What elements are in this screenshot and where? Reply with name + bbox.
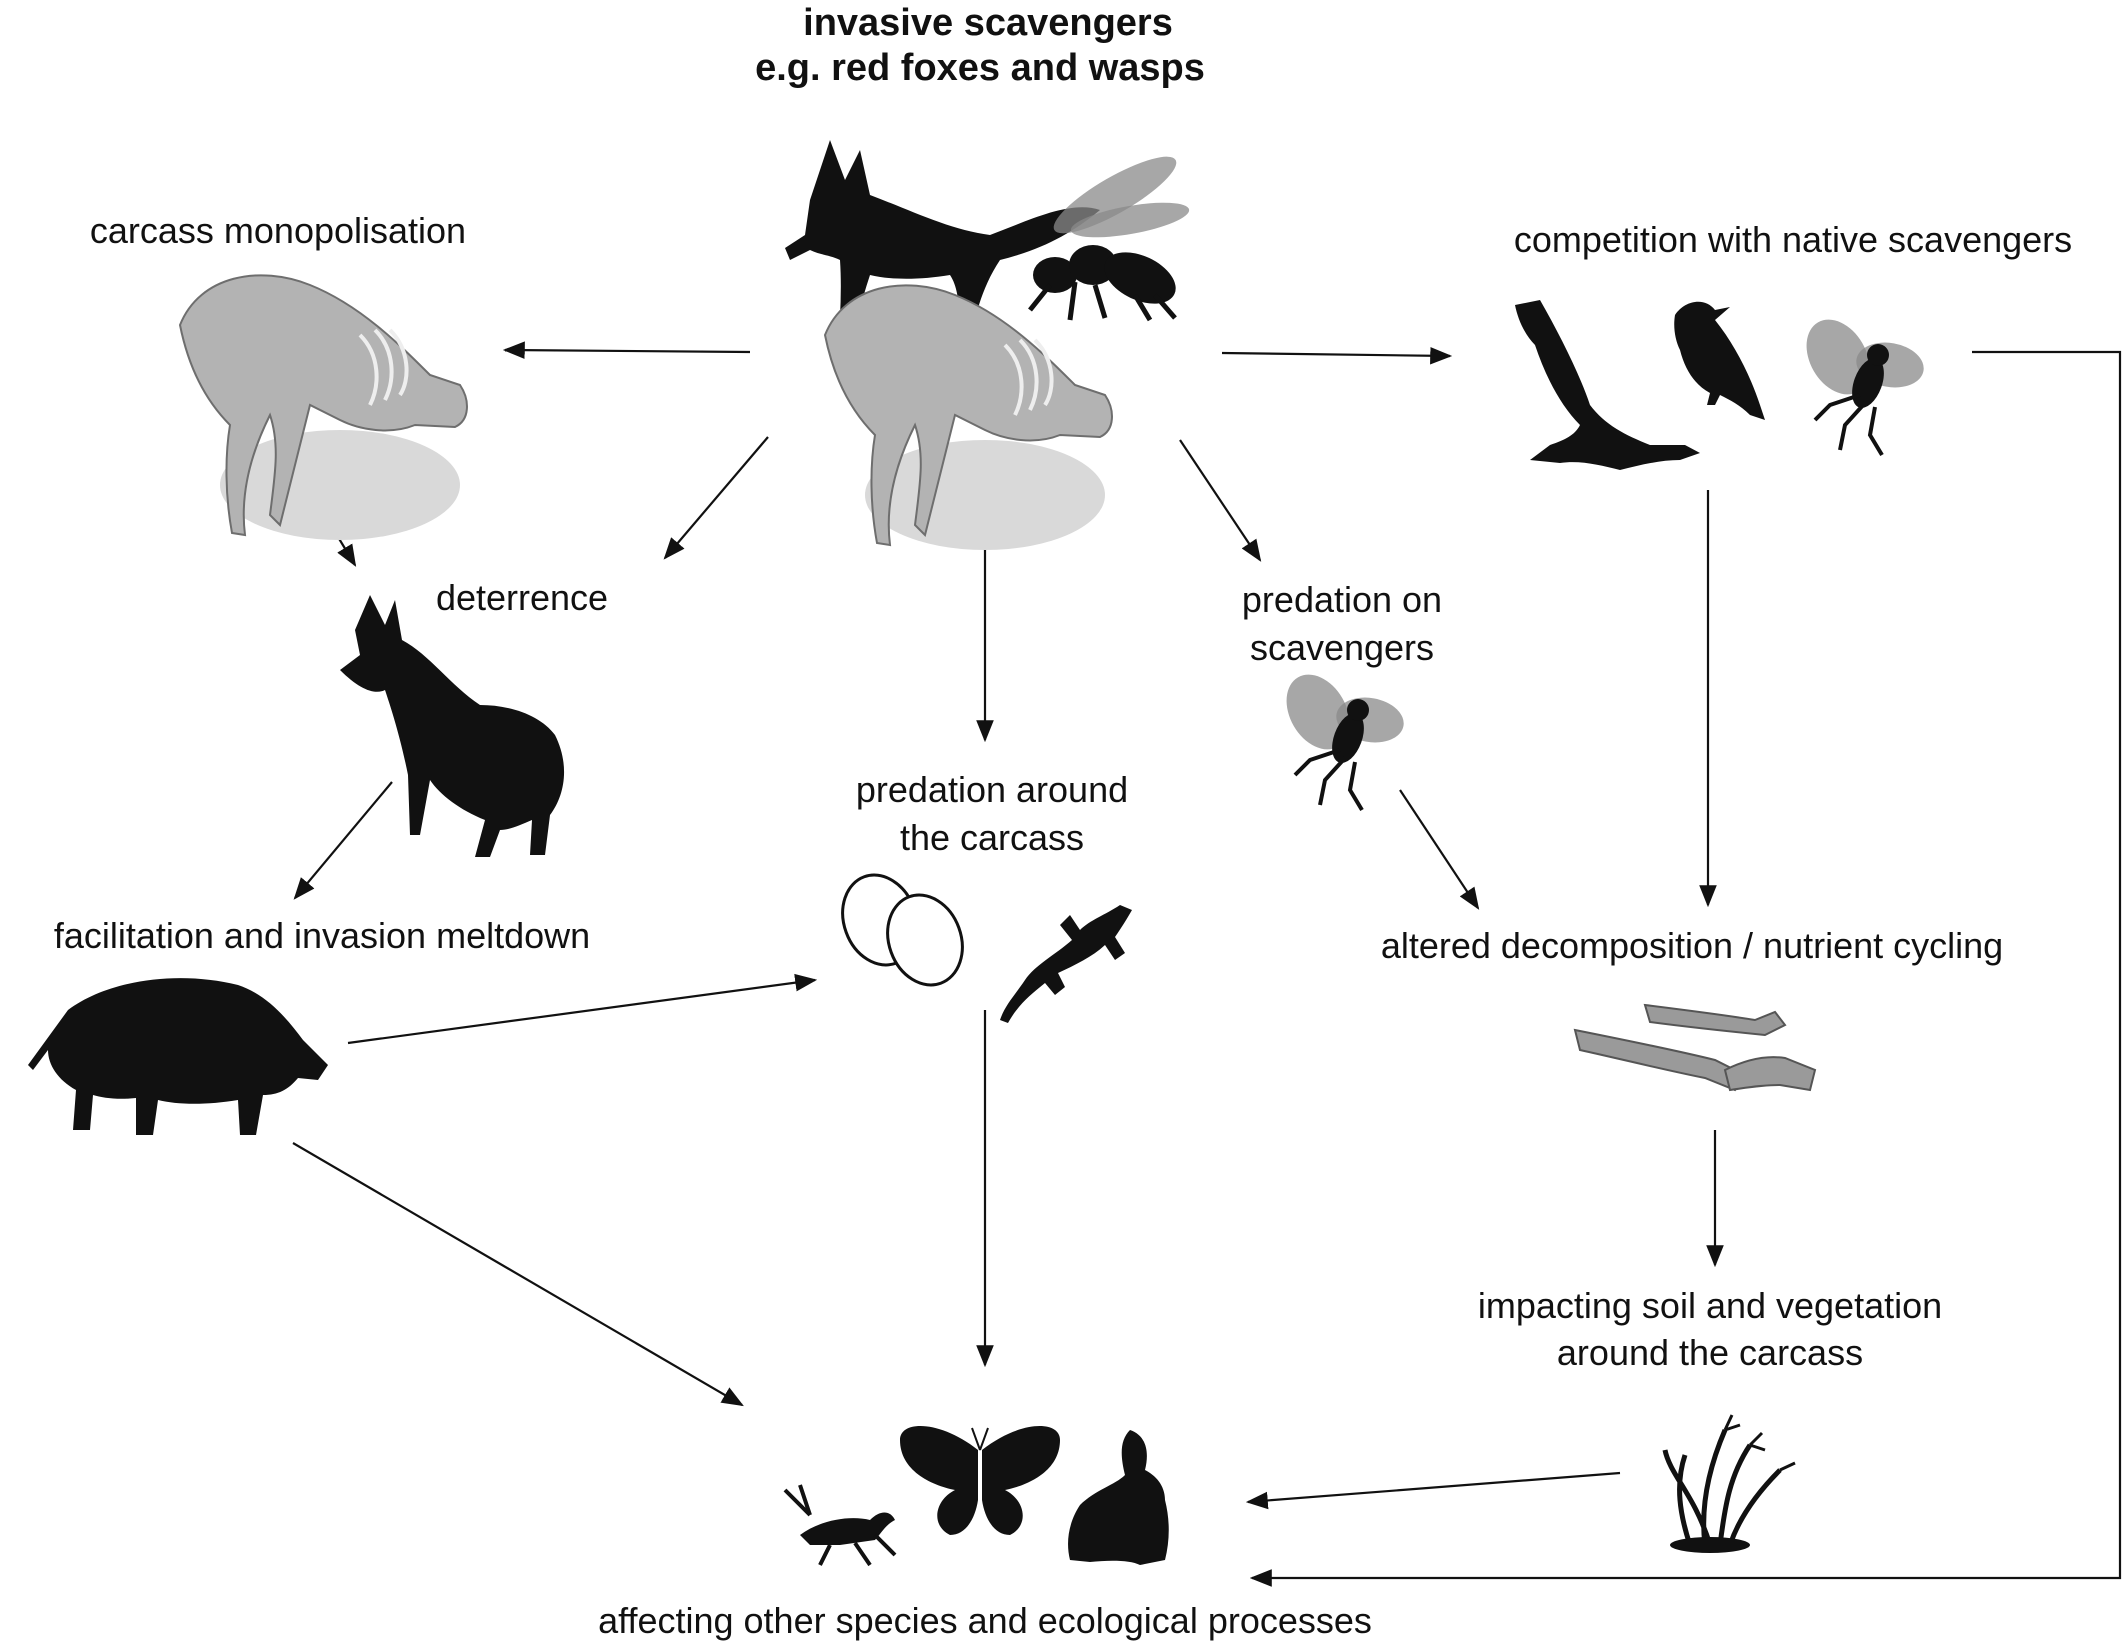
label-competition: competition with native scavengers [1514, 219, 2072, 260]
raven-icon [1674, 301, 1765, 420]
edge-competition-to-affecting [1249, 350, 2122, 1587]
dog-icon [340, 595, 565, 857]
grasshopper-icon [783, 1484, 897, 1567]
label-soil-1: impacting soil and vegetation [1478, 1285, 1942, 1326]
fly-icon-predation [1271, 661, 1410, 812]
label-facilitation: facilitation and invasion meltdown [54, 915, 590, 956]
fly-icon-competition [1791, 306, 1930, 457]
edge-to-competition [1221, 346, 1453, 365]
eggs-icon [841, 873, 964, 987]
edge-predation-on-to-decomposition [1399, 789, 1480, 910]
edge-facilitation-to-predation [347, 973, 818, 1045]
label-predation-around-2: the carcass [900, 817, 1084, 858]
eagle-icon [1515, 300, 1700, 470]
label-decomposition: altered decomposition / nutrient cycling [1381, 925, 2003, 966]
wild-boar-icon [28, 978, 328, 1135]
butterfly-icon [900, 1426, 1060, 1535]
edge-soil-to-affecting [1245, 1471, 1621, 1510]
label-affecting: affecting other species and ecological p… [598, 1600, 1372, 1641]
lizard-icon [1000, 905, 1132, 1023]
carcass-icon-left [178, 273, 469, 542]
edge-facilitation-to-affecting [292, 1142, 744, 1407]
title-line2: e.g. red foxes and wasps [755, 47, 1205, 89]
label-carcass-monopolisation: carcass monopolisation [90, 210, 466, 251]
edge-to-predation-on [1179, 439, 1262, 562]
red-fox-icon [785, 140, 1100, 350]
label-deterrence: deterrence [436, 577, 608, 618]
wasp-icon [1028, 156, 1190, 322]
label-soil-2: around the carcass [1557, 1332, 1863, 1373]
label-predation-on-1: predation on [1242, 579, 1442, 620]
edge-deterrence-to-facilitation [293, 781, 393, 900]
edge-to-monopolisation [502, 341, 751, 359]
rabbit-icon [1068, 1430, 1169, 1565]
plant-icon [1662, 1414, 1796, 1553]
label-predation-on-2: scavengers [1250, 627, 1434, 668]
bones-icon [1573, 1003, 1817, 1092]
title-line1: invasive scavengers [803, 2, 1173, 44]
label-predation-around-1: predation around [856, 769, 1128, 810]
carcass-icon-center [823, 283, 1114, 552]
edge-to-deterrence [663, 436, 769, 560]
